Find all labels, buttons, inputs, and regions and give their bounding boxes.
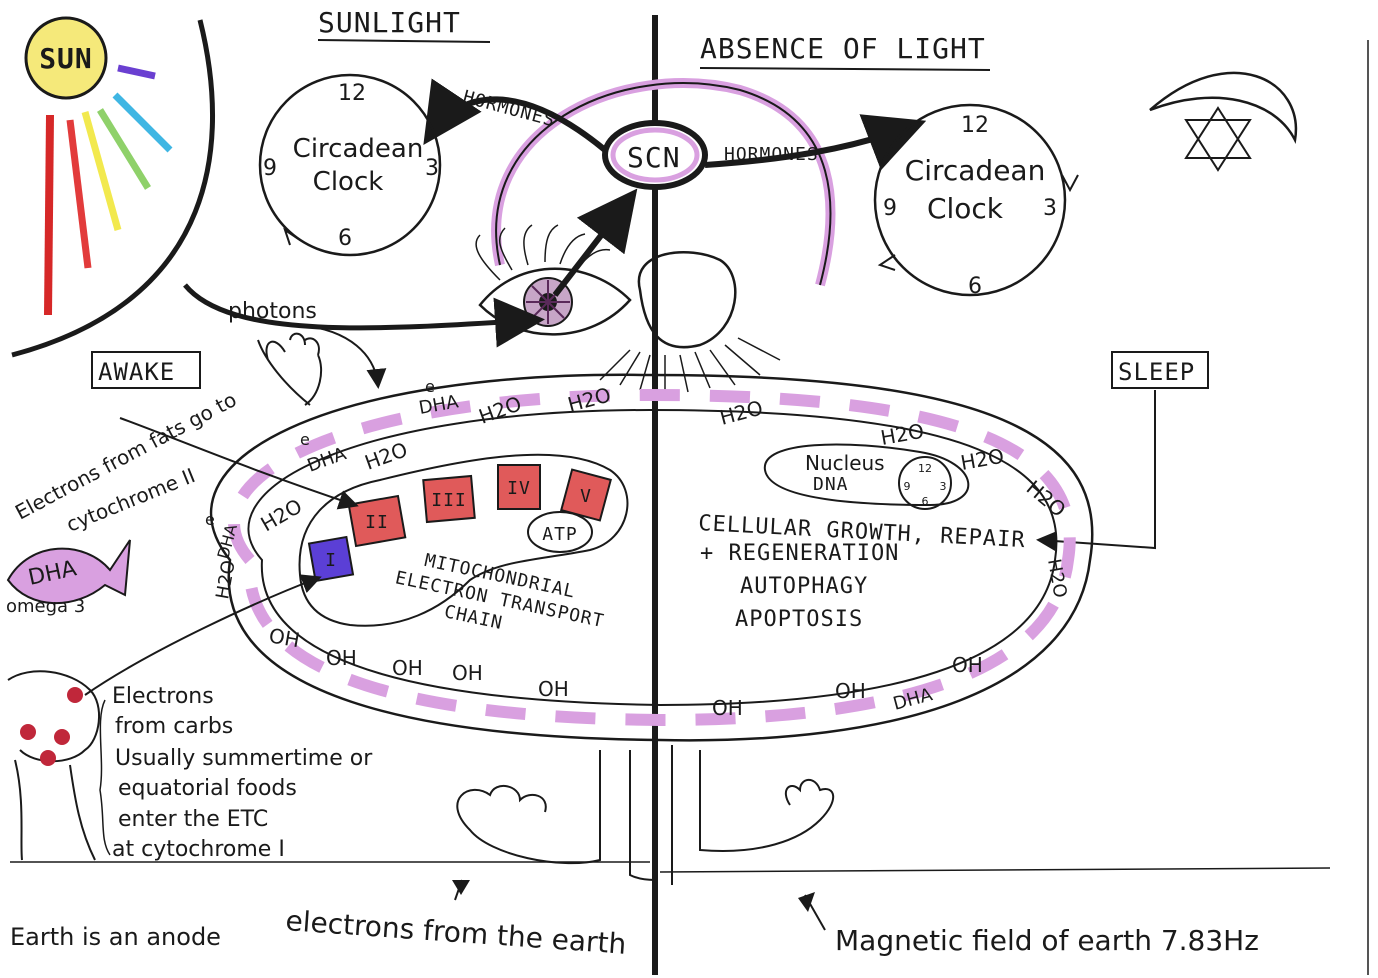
- sleep-proc-3: AUTOPHAGY: [740, 574, 868, 599]
- clock-left-9: 9: [263, 156, 277, 181]
- h2o-4: H2O: [257, 494, 307, 537]
- h2o-1: H2O: [476, 391, 525, 428]
- atp-label: ATP: [542, 524, 578, 545]
- complex-iv-label: IV: [507, 478, 531, 499]
- h2o-2: H2O: [565, 382, 613, 416]
- fish-icon: DHA: [8, 540, 130, 603]
- cell-membrane-pink: [234, 395, 1070, 720]
- omega-label: omega 3: [6, 596, 85, 617]
- underline-absence: [700, 68, 990, 70]
- sleep-label: SLEEP: [1118, 358, 1195, 386]
- ground-arrow-left: [452, 880, 470, 900]
- header-sunlight: SUNLIGHT: [318, 6, 461, 39]
- nucleus-label: Nucleus: [805, 451, 885, 475]
- e-tag-1: e: [300, 430, 310, 449]
- complex-v-label: V: [580, 486, 592, 507]
- scn-label: SCN: [627, 141, 681, 174]
- sleep-proc-4: APOPTOSIS: [735, 607, 863, 632]
- circadian-clock-right: 12 3 6 9 Circadean Clock: [875, 105, 1078, 299]
- oh-7: OH: [835, 679, 866, 703]
- oh-2: OH: [326, 646, 357, 670]
- oh-4: OH: [452, 661, 483, 685]
- carbs-note-2: from carbs: [115, 714, 233, 739]
- atp-bubble: ATP: [528, 512, 592, 552]
- complex-ii: II: [349, 496, 406, 546]
- carbs-note-6: at cytochrome I: [112, 837, 285, 862]
- header-absence: ABSENCE OF LIGHT: [700, 32, 986, 65]
- upper-hand: [258, 334, 321, 405]
- footer-anode: Earth is an anode: [10, 923, 221, 951]
- h2o-7: H2O: [879, 419, 926, 450]
- photons-label: photons: [228, 299, 317, 324]
- clock-right-title-1: Circadean: [905, 154, 1046, 187]
- e-tag-3: e: [205, 510, 215, 529]
- complex-i: I: [309, 537, 353, 581]
- eye-to-scn-arrow: [555, 198, 630, 295]
- clock-right-6: 6: [968, 274, 982, 299]
- carbs-note-4: equatorial foods: [118, 776, 297, 801]
- carbs-note-3: Usually summertime or: [115, 746, 373, 771]
- ground-arrow-right: [798, 892, 825, 930]
- complex-i-label: I: [325, 550, 337, 571]
- footer-magnetic: Magnetic field of earth 7.83Hz: [835, 924, 1259, 957]
- dha-tag-3: DHA: [214, 522, 242, 561]
- nucleus-dna: DNA: [813, 474, 849, 495]
- sun-label: SUN: [39, 42, 93, 75]
- underline-sunlight: [318, 40, 490, 42]
- footer-earth-electrons: electrons from the earth: [285, 904, 628, 961]
- legs: [457, 745, 833, 885]
- e-tag-2: e: [425, 377, 435, 396]
- clock-left-title-1: Circadean: [293, 134, 424, 164]
- hormones-left-label: HORMONES: [461, 87, 558, 132]
- oh-6: OH: [712, 696, 743, 720]
- circadian-clock-left: 12 3 6 9 Circadean Clock: [260, 75, 440, 255]
- clock-right-9: 9: [883, 196, 897, 221]
- photons-to-cell-arrow: [300, 325, 378, 385]
- nucleus-clock-9: 9: [904, 480, 911, 493]
- h2o-9: H2O: [1022, 475, 1071, 521]
- h2o-8: H2O: [959, 444, 1006, 475]
- sun-ray-red-2: [70, 120, 88, 268]
- carbs-note-5: enter the ETC: [118, 807, 268, 832]
- oh-5: OH: [538, 677, 569, 701]
- eye-icon: [476, 225, 630, 334]
- complex-iii-label: III: [431, 490, 467, 511]
- clock-left-title-2: Clock: [313, 167, 384, 197]
- sun-icon: SUN: [26, 18, 106, 98]
- oh-8: OH: [952, 653, 983, 677]
- oh-3: OH: [392, 656, 423, 680]
- sleep-arrow: [1040, 390, 1155, 548]
- carbs-bracket: [100, 700, 110, 855]
- clock-left-3: 3: [425, 156, 439, 181]
- carbs-note-1: Electrons: [112, 684, 214, 709]
- clock-right-title-2: Clock: [927, 192, 1004, 225]
- nucleus-clock-12: 12: [918, 462, 932, 475]
- nucleus-clock-3: 3: [940, 480, 947, 493]
- h2o-5: H2O: [212, 559, 239, 601]
- fruit-tree-icon: [8, 671, 99, 860]
- clock-right-12: 12: [961, 113, 989, 138]
- etc-caption: MITOCHONDRIAL ELECTRON TRANSPORT CHAIN: [389, 545, 611, 655]
- awake-label: AWAKE: [98, 358, 175, 386]
- complex-iii: III: [423, 476, 474, 522]
- ground-line-right: [660, 868, 1330, 872]
- sun-ray-violet: [118, 68, 155, 76]
- nucleus-clock: 12 3 6 9: [899, 457, 951, 509]
- nucleus-clock-6: 6: [922, 495, 929, 508]
- clock-left-6: 6: [338, 226, 352, 251]
- complex-ii-label: II: [365, 512, 389, 533]
- sun-ray-red: [48, 115, 50, 315]
- moon-icon: [1150, 73, 1296, 140]
- hormones-right-label: HORMONES: [724, 144, 819, 165]
- carbs-note: Electrons from carbs Usually summertime …: [112, 684, 373, 862]
- complex-iv: IV: [498, 465, 540, 509]
- clock-left-12: 12: [338, 81, 366, 106]
- star-icon: [1186, 108, 1250, 170]
- oh-1: OH: [267, 623, 301, 652]
- sleep-proc-2: + REGENERATION: [700, 541, 899, 566]
- clock-right-3: 3: [1043, 196, 1057, 221]
